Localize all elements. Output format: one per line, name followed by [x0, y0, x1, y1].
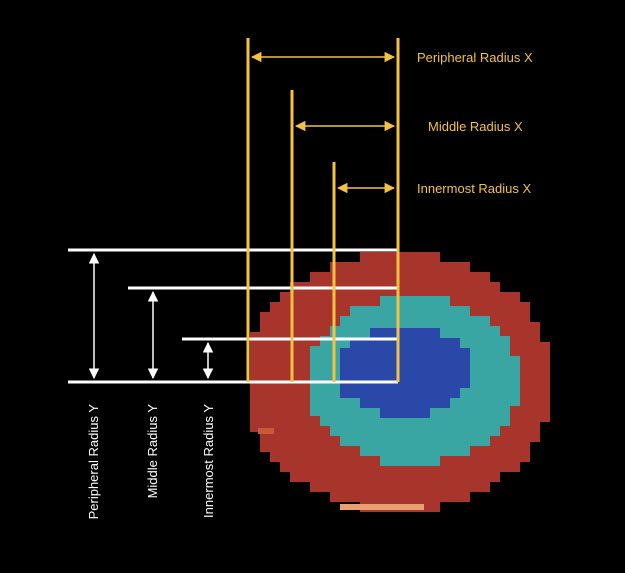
inner-region-band — [360, 398, 450, 408]
bottom-edge-highlight — [340, 504, 424, 510]
outer-region-band — [290, 472, 500, 482]
inner-region-band — [350, 338, 460, 348]
middle-region-band — [350, 306, 470, 316]
middle-region-band — [380, 456, 440, 466]
middle-radius-x-label: Middle Radius X — [428, 119, 523, 134]
x-dimension-lines — [246, 38, 400, 382]
middle-region-band — [360, 446, 470, 456]
inner-region-band — [340, 378, 470, 388]
outer-region-band — [360, 252, 440, 262]
inner-region — [340, 328, 470, 418]
y-dimension-lines — [68, 248, 398, 384]
innermost-radius-y-label: Innermost Radius Y — [201, 404, 216, 518]
middle-region-band — [380, 296, 450, 306]
outer-region-band — [280, 462, 520, 472]
innermost-radius-x-label: Innermost Radius X — [417, 181, 531, 196]
peripheral-radius-x-label: Peripheral Radius X — [417, 50, 533, 65]
middle-radius-y-label: Middle Radius Y — [145, 404, 160, 499]
inner-region-band — [340, 368, 470, 378]
middle-region-band — [340, 436, 490, 446]
inner-region-band — [380, 408, 430, 418]
middle-region-band — [330, 426, 500, 436]
outer-region-band — [310, 272, 490, 282]
inner-region-band — [340, 348, 470, 358]
inner-region-band — [340, 388, 460, 398]
inner-region-band — [340, 358, 470, 368]
outer-region-band — [310, 482, 490, 492]
middle-region-band — [340, 316, 490, 326]
outer-region-band — [330, 262, 470, 272]
peripheral-radius-y-label: Peripheral Radius Y — [86, 404, 101, 520]
middle-region-band — [320, 416, 510, 426]
outer-region-band — [330, 492, 470, 502]
left-edge-highlight — [258, 428, 274, 434]
segmentation-image — [250, 252, 550, 512]
inner-region-band — [370, 328, 440, 338]
